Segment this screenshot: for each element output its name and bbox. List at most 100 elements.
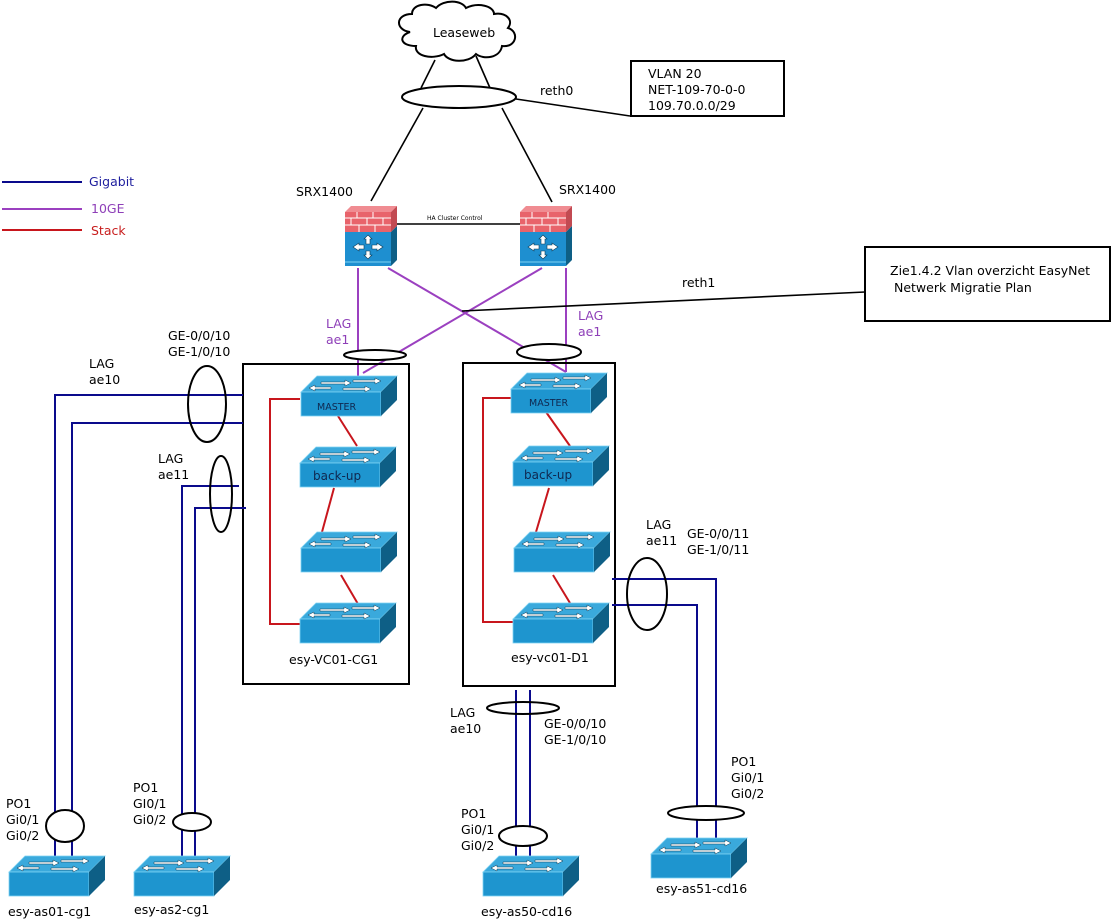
as2-name: esy-as2-cg1 bbox=[134, 902, 209, 917]
stack-1-member-4[interactable] bbox=[299, 602, 397, 644]
vlan-note-line-1: VLAN 20 bbox=[648, 66, 702, 81]
firewall-2-icon bbox=[519, 205, 573, 267]
stack-1-ae10-ae-label: ae10 bbox=[89, 372, 120, 387]
stack-2-ae11-ae-label: ae11 bbox=[646, 533, 677, 548]
vlan-note-line-2: NET-109-70-0-0 bbox=[648, 82, 745, 97]
stack-2-ae10-port-1: GE-0/0/10 bbox=[544, 716, 606, 731]
legend-gigabit-label: Gigabit bbox=[89, 174, 134, 189]
as51-port-2: Gi0/2 bbox=[731, 786, 764, 801]
as51-po1-oval bbox=[667, 805, 745, 821]
as2-port-1: GI0/1 bbox=[133, 796, 167, 811]
as51-po1-label: PO1 bbox=[731, 754, 756, 769]
cloud-link-left bbox=[420, 59, 436, 89]
stack-1-name: esy-VC01-CG1 bbox=[289, 652, 378, 667]
firewall-1-label: SRX1400 bbox=[296, 184, 353, 199]
as50-port-2: Gi0/2 bbox=[461, 838, 494, 853]
reth0-fw2-link bbox=[501, 107, 553, 203]
stack-1-link-1 bbox=[337, 415, 358, 447]
vlan-note-line-3: 109.70.0.0/29 bbox=[648, 98, 736, 113]
stack-1-member-1-label: MASTER bbox=[317, 402, 357, 413]
reference-note-line-2: Netwerk Migratie Plan bbox=[890, 280, 1032, 295]
stack-2-member-2-label: back-up bbox=[524, 468, 572, 482]
stack-2-ae11-oval bbox=[626, 557, 668, 631]
stack-2: MASTER back-up esy-vc01-D1 bbox=[462, 343, 616, 687]
reth0-fw1-link bbox=[370, 107, 424, 202]
stack-2-link-2 bbox=[535, 487, 550, 533]
stack-1-member-2-label: back-up bbox=[313, 469, 361, 483]
legend-10ge-label: 10GE bbox=[91, 201, 125, 216]
stack-2-ae11-link-a bbox=[612, 578, 717, 838]
as01-name: esy-as01-cg1 bbox=[8, 904, 91, 919]
as2-po1-oval bbox=[172, 812, 212, 832]
legend-stack-label: Stack bbox=[91, 223, 126, 238]
stack-2-ae11-lag-label: LAG bbox=[646, 517, 671, 532]
stack-1-ring bbox=[269, 398, 300, 625]
as01-port-1: Gi0/1 bbox=[6, 812, 39, 827]
stack-2-ae1-oval bbox=[516, 343, 582, 361]
ae11-link-b bbox=[194, 507, 246, 857]
ae11-link-a bbox=[181, 485, 239, 857]
stack-1-ae10-oval bbox=[187, 365, 227, 443]
stack-2-ae10-oval bbox=[486, 701, 560, 715]
access-switch-as51[interactable] bbox=[650, 837, 748, 879]
stack-1-ae11-oval bbox=[209, 455, 233, 533]
stack-2-ae10-port-2: GE-1/0/10 bbox=[544, 732, 606, 747]
reth0-label: reth0 bbox=[540, 83, 573, 98]
as50-port-1: Gi0/1 bbox=[461, 822, 494, 837]
reth1-connector bbox=[461, 291, 866, 312]
as50-po1-oval bbox=[498, 825, 548, 847]
reference-note-line-1: Zie1.4.2 Vlan overzicht EasyNet bbox=[890, 263, 1090, 278]
uplink-2-lag-label: LAG bbox=[578, 308, 603, 323]
as51-name: esy-as51-cd16 bbox=[656, 881, 747, 896]
stack-2-ae11-port-1: GE-0/0/11 bbox=[687, 526, 749, 541]
access-switch-as2[interactable] bbox=[133, 855, 231, 897]
stack-2-member-2[interactable]: back-up bbox=[512, 445, 610, 487]
as2-po1-label: PO1 bbox=[133, 780, 158, 795]
stack-1-member-1[interactable]: MASTER bbox=[300, 375, 398, 417]
stack-2-member-1-label: MASTER bbox=[529, 398, 569, 409]
uplink-1-lag-label: LAG bbox=[326, 316, 351, 331]
as01-po1-oval bbox=[45, 809, 85, 843]
stack-2-ring bbox=[482, 397, 513, 623]
stack-1-link-3 bbox=[340, 574, 359, 605]
stack-1-ae10-lag-label: LAG bbox=[89, 356, 114, 371]
stack-1-ae1-oval bbox=[343, 349, 407, 361]
reth0-note-connector bbox=[515, 98, 631, 117]
firewall-2-label: SRX1400 bbox=[559, 182, 616, 197]
reference-note-box: Zie1.4.2 Vlan overzicht EasyNet Netwerk … bbox=[864, 246, 1111, 322]
leaseweb-cloud: Leaseweb bbox=[398, 0, 517, 62]
stack-1-member-3[interactable] bbox=[300, 531, 398, 573]
ha-cluster-label: HA Cluster Control bbox=[427, 215, 483, 222]
uplink-1-ae-label: ae1 bbox=[326, 332, 349, 347]
stack-2-ae10-ae-label: ae10 bbox=[450, 721, 481, 736]
cloud-link-right bbox=[475, 55, 491, 89]
stack-2-frame bbox=[462, 362, 616, 687]
cloud-label: Leaseweb bbox=[433, 25, 495, 40]
stack-2-ae10-lag-label: LAG bbox=[450, 705, 475, 720]
as51-port-1: Gi0/1 bbox=[731, 770, 764, 785]
stack-1-ae10-port-2: GE-1/0/10 bbox=[168, 344, 230, 359]
legend: Gigabit 10GE Stack bbox=[2, 174, 134, 238]
reth0-oval bbox=[401, 85, 517, 109]
access-switch-as01[interactable] bbox=[8, 855, 106, 897]
vlan-note-box: VLAN 20 NET-109-70-0-0 109.70.0.0/29 bbox=[630, 60, 785, 117]
as2-port-2: Gi0/2 bbox=[133, 812, 166, 827]
uplink-2-ae-label: ae1 bbox=[578, 324, 601, 339]
stack-2-member-4[interactable] bbox=[512, 602, 610, 644]
stack-2-member-3[interactable] bbox=[513, 531, 611, 573]
ae10-link-b bbox=[71, 422, 243, 857]
stack-1-link-2 bbox=[321, 487, 335, 533]
stack-2-link-1 bbox=[545, 411, 571, 447]
stack-1-member-2[interactable]: back-up bbox=[299, 446, 397, 488]
as50-name: esy-as50-cd16 bbox=[481, 904, 572, 919]
stack-1-ae11-lag-label: LAG bbox=[158, 451, 183, 466]
stack-1-ae11-ae-label: ae11 bbox=[158, 467, 189, 482]
as01-po1-label: PO1 bbox=[6, 796, 31, 811]
access-switch-as50[interactable] bbox=[482, 855, 580, 897]
stack-1: MASTER back-up esy-VC01-CG1 bbox=[242, 349, 410, 685]
stack-1-frame bbox=[242, 363, 410, 685]
stack-2-member-1[interactable]: MASTER bbox=[510, 372, 608, 414]
stack-2-ae11-link-b bbox=[612, 604, 698, 838]
as01-port-2: Gi0/2 bbox=[6, 828, 39, 843]
